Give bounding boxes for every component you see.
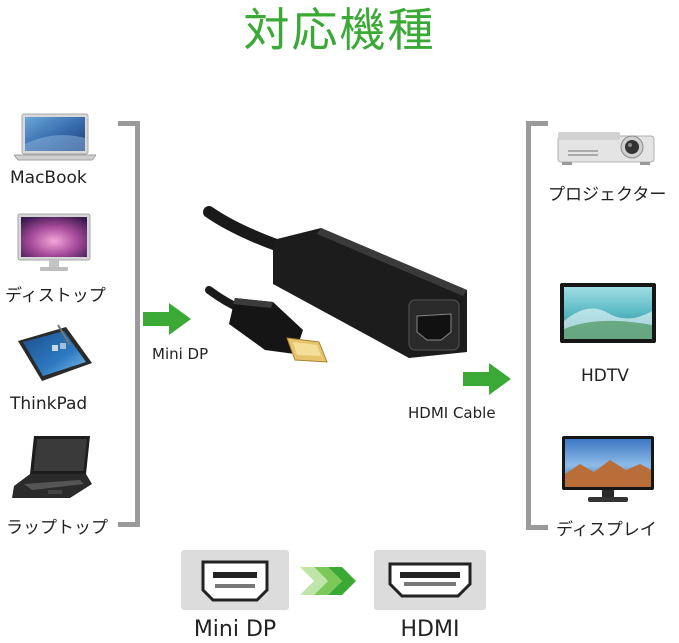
bottom-label-mini-dp: Mini DP — [193, 617, 277, 642]
caption-hdmi-cable: HDMI Cable — [408, 404, 496, 422]
mini-dp-port-icon — [201, 560, 269, 602]
tablet-thinkpad-icon — [12, 323, 96, 385]
hdmi-port-icon — [388, 562, 472, 598]
bottom-label-hdmi: HDMI — [400, 617, 460, 642]
device-label-desktop: ディストップ — [5, 286, 106, 306]
mini-dp-port-box — [181, 550, 289, 610]
device-label-thinkpad: ThinkPad — [10, 394, 88, 414]
page-title: 対応機種 — [243, 3, 436, 57]
projector-icon — [556, 128, 658, 166]
double-chevron-icon — [300, 567, 356, 595]
desktop-monitor-icon — [16, 212, 92, 274]
display-monitor-icon — [560, 434, 656, 506]
arrow-right-icon — [463, 363, 511, 395]
arrow-right-icon — [143, 303, 191, 335]
device-label-projector: プロジェクター — [548, 185, 667, 205]
hdtv-icon — [558, 281, 658, 347]
laptop-black-icon — [10, 434, 96, 500]
laptop-macbook-icon — [14, 112, 96, 162]
device-label-laptop: ラップトップ — [6, 518, 108, 538]
device-label-hdtv: HDTV — [581, 366, 629, 386]
adapter-illustration — [195, 190, 485, 390]
device-label-macbook: MacBook — [10, 168, 87, 188]
hdmi-port-box — [374, 550, 486, 610]
device-label-display: ディスプレイ — [556, 520, 657, 540]
caption-mini-dp: Mini DP — [152, 345, 209, 363]
